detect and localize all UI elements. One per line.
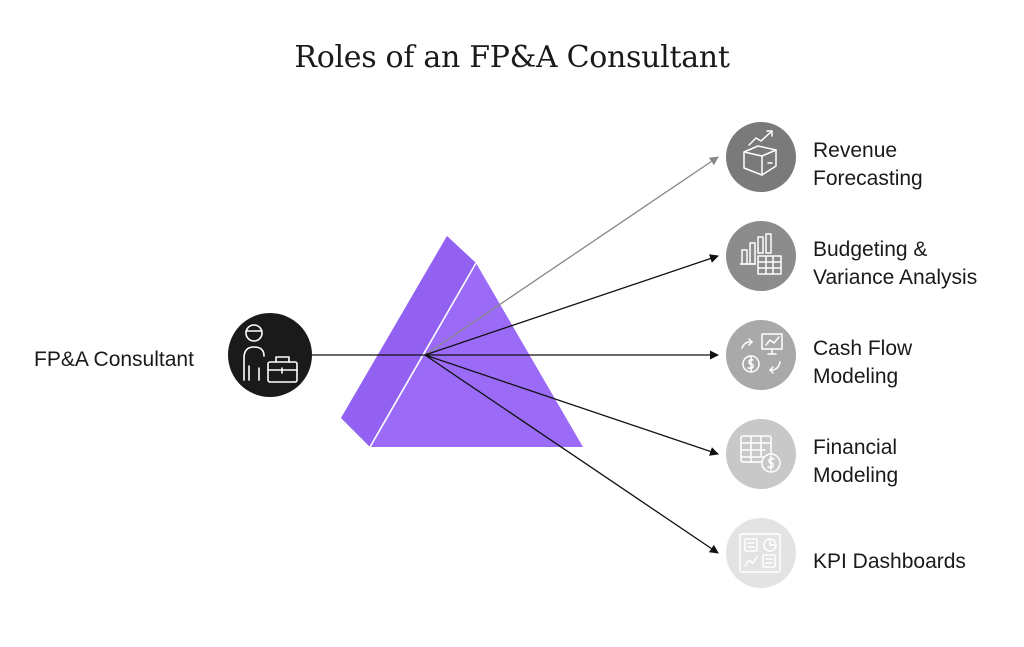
role-label-cash-flow-modeling: Cash Flow Modeling <box>813 337 913 388</box>
diagram-title: Roles of an FP&A Consultant <box>294 40 730 75</box>
consultant-with-briefcase-icon <box>243 324 298 383</box>
role-node-4 <box>726 419 796 489</box>
role-node-3 <box>726 320 796 390</box>
arrow-to-role-4 <box>424 354 719 456</box>
bar-chart-table-icon <box>740 233 782 275</box>
role-label-financial-modeling: Financial Modeling <box>813 436 899 487</box>
role-node-1 <box>726 122 796 192</box>
prism <box>341 236 583 448</box>
role-label-kpi-dashboards: KPI Dashboards <box>813 550 966 573</box>
arrow-to-role-5 <box>424 354 719 554</box>
role-node-2 <box>726 221 796 291</box>
dispersion-arrows <box>424 156 719 554</box>
role-label-budgeting-variance: Budgeting & Variance Analysis <box>813 238 978 289</box>
role-label-revenue-forecasting: Revenue Forecasting <box>813 139 923 190</box>
cash-flow-icon <box>741 333 783 374</box>
arrow-to-role-1 <box>424 156 719 356</box>
consultant-node <box>228 313 312 397</box>
growth-box-icon <box>743 130 777 176</box>
arrow-to-role-2 <box>424 254 719 356</box>
consultant-label: FP&A Consultant <box>34 348 194 371</box>
role-node-5 <box>726 518 796 588</box>
spreadsheet-dollar-icon <box>740 435 781 473</box>
dashboard-icon <box>739 533 781 573</box>
